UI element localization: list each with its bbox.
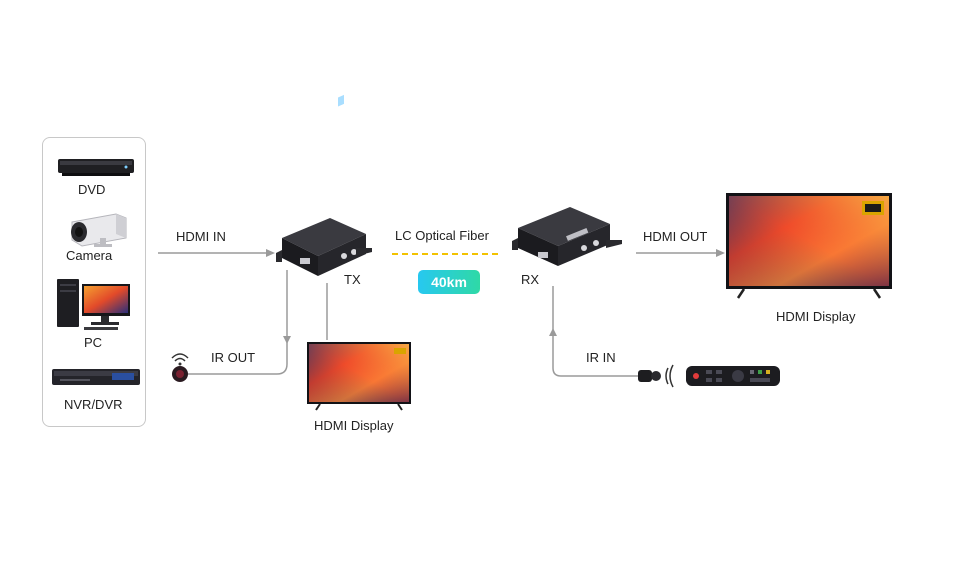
ir-out-sensor-icon [171,353,189,382]
tx-extender-icon [276,94,372,276]
camera-label: Camera [66,248,113,263]
tx-label: TX [344,272,361,287]
nvr-dvr-icon [52,369,140,385]
hdmi-out-label: HDMI OUT [643,229,708,244]
rx-extender-icon [512,207,622,266]
local-display-label: HDMI Display [314,418,394,433]
remote-display-label: HDMI Display [776,309,856,324]
connection-lines [158,252,718,377]
desktop-pc-icon [57,279,130,330]
source-devices-panel [42,137,146,427]
nvr-dvr-label: NVR/DVR [64,397,123,412]
hdmi-out-arrow [716,249,725,257]
rx-label: RX [521,272,540,287]
distance-badge: 40km [418,270,480,294]
hdmi-in-label: HDMI IN [176,229,226,244]
dvd-player-icon [58,159,134,176]
fiber-label: LC Optical Fiber [395,228,489,243]
remote-hdmi-display-icon [726,193,892,299]
local-hdmi-display-icon [307,342,411,411]
ir-in-label: IR IN [586,350,616,365]
arrow-heads [266,249,725,344]
hdmi-in-arrow [266,249,275,257]
ir-in-emitter-icon [638,364,674,388]
ir-out-line [188,338,288,375]
remote-control-icon [686,366,780,386]
ir-in-arrow [549,328,557,336]
pc-label: PC [84,335,103,350]
ir-in-line [552,286,638,377]
ir-out-label: IR OUT [211,350,256,365]
tx-ir-arrow [283,336,291,344]
dvd-label: DVD [78,182,106,197]
security-camera-icon [71,213,127,247]
